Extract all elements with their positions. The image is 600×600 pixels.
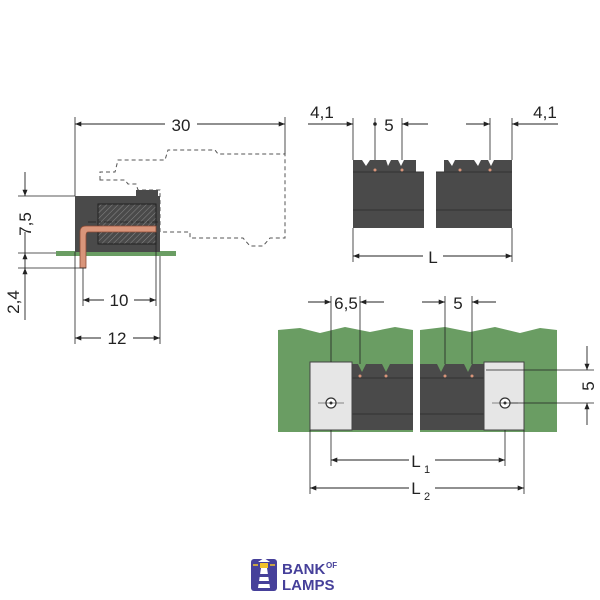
dim-right-offset: 4,1 — [533, 103, 557, 122]
dim-length-1-sub: 1 — [424, 464, 430, 476]
dim-flange-offset: 6,5 — [334, 294, 358, 313]
bank-of-lamps-logo: BANK OF LAMPS — [251, 558, 337, 594]
housing-bottom-right — [420, 364, 486, 430]
dim-overall-width: 30 — [172, 116, 191, 135]
flange-left — [309, 361, 353, 431]
dim-body-depth: 12 — [108, 329, 127, 348]
dim-left-offset: 4,1 — [310, 103, 334, 122]
dim-pin-distance: 10 — [110, 291, 129, 310]
logo-line1: BANK — [282, 561, 325, 578]
top-view: 4,1 5 4,1 L — [308, 103, 558, 267]
dim-bottom-pitch: 5 — [453, 294, 462, 313]
housing-top-right — [436, 160, 512, 228]
dim-length-1: L — [411, 452, 420, 471]
dim-length-2: L — [411, 479, 420, 498]
logo-line1-small: OF — [326, 561, 337, 570]
logo-line2: LAMPS — [282, 577, 335, 594]
dim-hole-pitch: 5 — [579, 381, 598, 390]
dim-length: L — [428, 248, 437, 267]
pcb-side — [56, 251, 176, 256]
housing-bottom-left — [350, 364, 413, 430]
dim-height-above-pcb: 7,5 — [16, 212, 35, 236]
housing-cavity — [97, 203, 157, 245]
pin-side — [79, 225, 157, 269]
flange-right — [483, 361, 525, 431]
side-view: 30 7,5 2,4 10 12 — [4, 112, 286, 348]
lighthouse-icon — [251, 558, 277, 591]
dim-top-pitch: 5 — [384, 116, 393, 135]
dim-pin-below-pcb: 2,4 — [4, 290, 23, 314]
bottom-view: 6,5 5 5 L 1 L 2 — [278, 294, 598, 503]
housing-top-left — [353, 160, 424, 228]
dim-length-2-sub: 2 — [424, 491, 430, 503]
mating-plug-outline — [99, 149, 286, 247]
